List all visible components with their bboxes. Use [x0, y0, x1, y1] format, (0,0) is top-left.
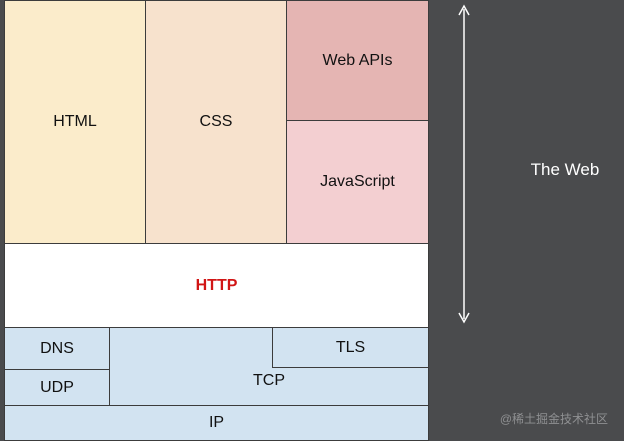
layer-ip-label: IP	[208, 414, 225, 431]
layer-http: HTTP	[4, 243, 429, 328]
watermark: @稀土掘金技术社区	[499, 412, 608, 426]
web-stack-diagram: HTML CSS Web APIs JavaScript HTTP TCP DN…	[4, 0, 429, 441]
layer-ip: IP	[4, 405, 429, 441]
layer-css-label: CSS	[199, 113, 233, 130]
layer-tcp-label: TCP	[253, 371, 285, 389]
layer-dns: DNS	[4, 327, 110, 370]
layer-javascript: JavaScript	[286, 120, 429, 244]
layer-udp: UDP	[4, 369, 110, 406]
layer-tls-label: TLS	[335, 338, 366, 356]
layer-javascript-label: JavaScript	[320, 173, 395, 190]
layer-html: HTML	[4, 0, 146, 244]
layer-css: CSS	[145, 0, 287, 244]
layer-tls: TLS	[272, 327, 429, 368]
layer-http-label: HTTP	[195, 276, 238, 294]
the-web-label: The Web	[530, 160, 600, 179]
layer-dns-label: DNS	[40, 339, 74, 357]
layer-udp-label: UDP	[40, 378, 74, 396]
layer-html-label: HTML	[53, 113, 97, 130]
layer-web-apis-label: Web APIs	[322, 51, 393, 69]
layer-web-apis: Web APIs	[286, 0, 429, 121]
double-arrow-icon	[458, 4, 470, 324]
